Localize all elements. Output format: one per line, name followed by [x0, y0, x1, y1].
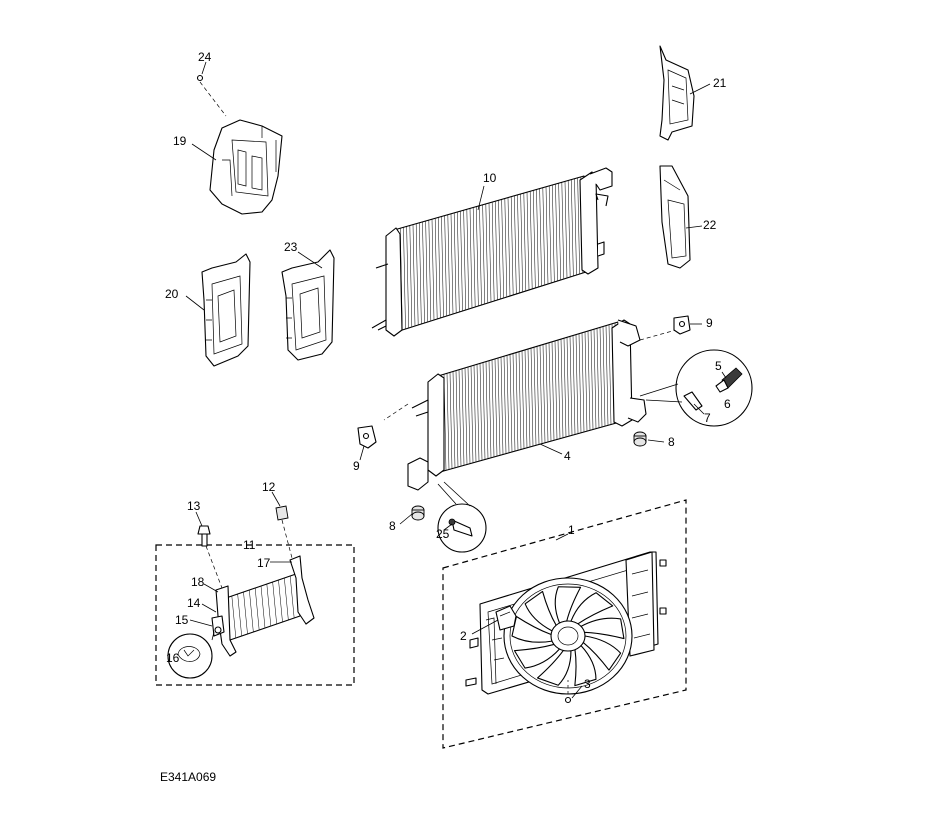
- part-19-air-deflector: [209, 119, 283, 215]
- callout-22: 22: [703, 218, 717, 232]
- callout-16: 16: [166, 651, 180, 665]
- callout-20: 20: [165, 287, 179, 301]
- fan-blade: [513, 643, 561, 669]
- part-9-bracket-right: [673, 315, 691, 335]
- callout-9-left: 9: [353, 459, 360, 473]
- part-22-air-deflector: [659, 165, 691, 269]
- detail-circle-sensor: [639, 349, 753, 427]
- part-21-air-deflector: [659, 45, 695, 141]
- fan-blade: [570, 592, 614, 625]
- part-10-condenser: [371, 167, 613, 337]
- fan-blade: [582, 635, 622, 671]
- part-9-bracket-left: [357, 425, 377, 449]
- callout-25: 25: [436, 527, 450, 541]
- part-13-bolt: [197, 525, 223, 589]
- fan-blade: [524, 590, 557, 632]
- part-12-cap: [275, 505, 293, 559]
- part-23-air-deflector: [281, 249, 335, 361]
- callout-23: 23: [284, 240, 298, 254]
- leader-lines: [185, 61, 727, 699]
- part-1-fan: [503, 577, 633, 695]
- part-16-clip-detail: [167, 631, 215, 679]
- fan-blade: [536, 649, 572, 686]
- fan-blade: [554, 586, 582, 624]
- part-2-fan-connector: [495, 605, 517, 631]
- callout-4: 4: [564, 449, 571, 463]
- part-8-mount-right: [633, 431, 647, 447]
- callout-12: 12: [262, 480, 276, 494]
- callout-2: 2: [460, 629, 467, 643]
- part-3-screw: [564, 680, 572, 704]
- callout-5: 5: [715, 359, 722, 373]
- callout-6: 6: [724, 397, 731, 411]
- callout-9-right: 9: [706, 316, 713, 330]
- callout-8-left: 8: [389, 519, 396, 533]
- callout-1: 1: [568, 523, 575, 537]
- part-11-oil-cooler: [211, 555, 315, 657]
- part-7-clip: [683, 391, 703, 411]
- callout-labels: 1 2 3 4 5 6 7 8 8 9 9 10 11 12 13 14 15 …: [165, 50, 731, 691]
- callout-15: 15: [175, 613, 189, 627]
- callout-17: 17: [257, 556, 271, 570]
- fan-assembly-group-box: [442, 499, 687, 749]
- part-4-radiator: [383, 319, 677, 491]
- callout-18: 18: [191, 575, 205, 589]
- fan-blade: [574, 645, 597, 687]
- callout-11: 11: [243, 538, 256, 552]
- fan-blade: [580, 617, 625, 640]
- reference-code: E341A069: [160, 770, 216, 784]
- callout-3: 3: [584, 677, 591, 691]
- callout-8-right: 8: [668, 435, 675, 449]
- callout-21: 21: [713, 76, 727, 90]
- part-20-air-deflector: [201, 253, 251, 367]
- callout-10: 10: [483, 171, 497, 185]
- part-24-screw: [196, 74, 227, 117]
- callout-7: 7: [704, 411, 711, 425]
- part-8-mount-left: [411, 505, 425, 521]
- callout-13: 13: [187, 499, 201, 513]
- detail-circle-25: [437, 481, 487, 553]
- callout-19: 19: [173, 134, 187, 148]
- callout-24: 24: [198, 50, 212, 64]
- callout-14: 14: [187, 596, 201, 610]
- oil-cooler-group-box: [155, 544, 355, 686]
